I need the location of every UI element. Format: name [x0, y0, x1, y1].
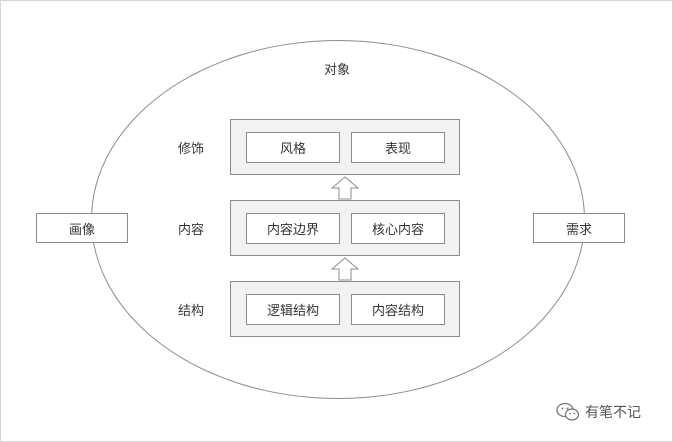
- layer-cell: 核心内容: [351, 213, 445, 244]
- layer-label-decoration: 修饰: [177, 142, 204, 157]
- layer-cell: 逻辑结构: [246, 294, 340, 325]
- wechat-icon: [556, 402, 580, 421]
- watermark: 有笔不记: [556, 399, 641, 425]
- layer-decoration: 风格 表现: [230, 119, 460, 175]
- up-arrow-icon: [331, 176, 359, 200]
- watermark-text: 有笔不记: [585, 405, 641, 421]
- layer-cell: 风格: [246, 132, 340, 163]
- layer-cell: 内容结构: [351, 294, 445, 325]
- layer-cell: 表现: [351, 132, 445, 163]
- layer-content: 内容边界 核心内容: [230, 200, 460, 256]
- right-node-label: 需求: [565, 222, 592, 238]
- up-arrow-icon: [331, 257, 359, 281]
- diagram-title: 对象: [323, 63, 350, 78]
- left-node-label: 画像: [68, 222, 95, 238]
- layer-label-structure: 结构: [177, 304, 204, 319]
- layer-structure: 逻辑结构 内容结构: [230, 281, 460, 337]
- layer-label-content: 内容: [177, 223, 204, 238]
- layer-cell: 内容边界: [246, 213, 340, 244]
- right-node-box: 需求: [533, 213, 625, 243]
- left-node-box: 画像: [36, 213, 128, 243]
